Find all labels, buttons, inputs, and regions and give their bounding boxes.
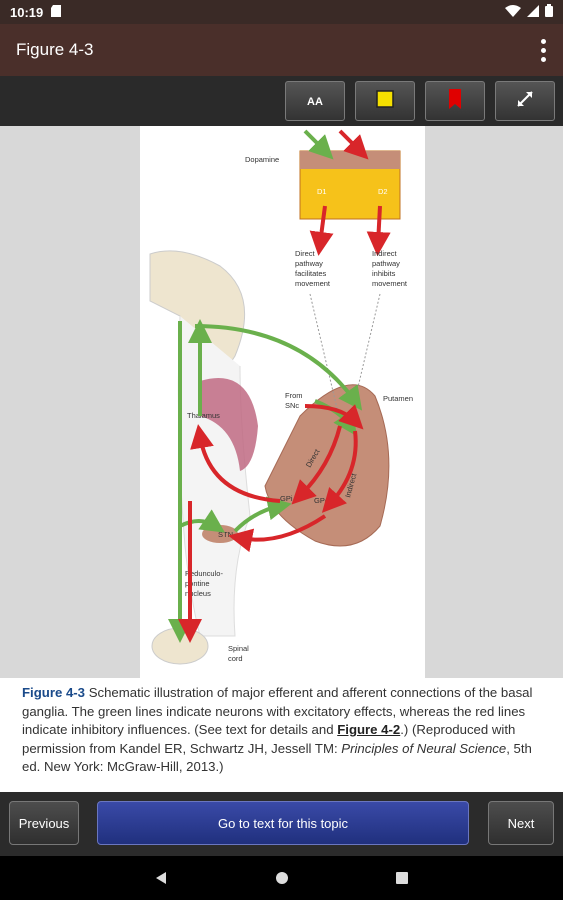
arrow-gpi-thalamus xyxy=(190,424,281,503)
label-thalamus: Thalamus xyxy=(187,411,220,420)
previous-button[interactable]: Previous xyxy=(9,801,79,845)
spinal-cord-shape xyxy=(151,627,209,665)
svg-text:Direct: Direct xyxy=(295,249,316,258)
battery-icon xyxy=(545,4,553,20)
svg-text:nucleus: nucleus xyxy=(185,589,211,598)
status-bar: 10:19 xyxy=(0,0,563,24)
label-from-snc: From SNc xyxy=(285,391,303,410)
signal-icon xyxy=(527,4,539,20)
caption-text-2: .) (Reproduced with permission from Kand… xyxy=(22,722,516,756)
font-size-icon: AA xyxy=(307,96,323,108)
recents-icon[interactable] xyxy=(396,872,408,884)
label-gpi: GPi xyxy=(280,494,293,503)
arrow-indirect-gpe xyxy=(321,430,358,513)
guide-line-1 xyxy=(309,293,341,422)
caption-figure-ref: Figure 4-3 xyxy=(22,685,86,700)
figure-area[interactable]: Dopamine D1 D2 Direct pathway facilitate… xyxy=(0,126,563,678)
svg-text:Pedunculo-: Pedunculo- xyxy=(185,569,223,578)
label-d1: D1 xyxy=(317,187,327,196)
svg-text:cord: cord xyxy=(228,654,243,663)
caption-text-3: , 5th ed. New York: McGraw-Hill, 2013.) xyxy=(22,740,532,775)
arrow-red-dopamine xyxy=(338,129,369,160)
label-pedunculopontine: Pedunculo- pontine nucleus xyxy=(185,569,223,598)
bookmark-button[interactable] xyxy=(425,81,485,121)
page-title: Figure 4-3 xyxy=(16,40,94,59)
label-dopamine: Dopamine xyxy=(245,155,279,164)
label-direct-pathway: Direct pathway facilitates movement xyxy=(295,249,331,288)
caption-book-title: Principles of Neural Science xyxy=(341,740,507,756)
label-putamen: Putamen xyxy=(383,394,413,403)
arrow-d2-out xyxy=(366,205,391,256)
label-spinal-cord: Spinal cord xyxy=(228,644,249,663)
bottom-nav: Previous Go to text for this topic Next xyxy=(0,792,563,856)
arrow-green-dopamine xyxy=(303,129,334,160)
svg-text:pathway: pathway xyxy=(295,259,323,268)
toolbar: AA xyxy=(0,76,563,126)
next-button[interactable]: Next xyxy=(488,801,554,845)
arrow-cortex-putamen xyxy=(194,324,363,411)
thalamus-shape xyxy=(200,378,258,471)
fullscreen-button[interactable] xyxy=(495,81,555,121)
arrow-direct-gpi xyxy=(291,425,342,505)
caption-text-1: Schematic illustration of major efferent… xyxy=(22,685,533,737)
label-stn: STN xyxy=(218,530,233,539)
svg-text:pathway: pathway xyxy=(372,259,400,268)
basal-ganglia-diagram: Dopamine D1 D2 Direct pathway facilitate… xyxy=(149,129,413,665)
svg-text:movement: movement xyxy=(372,279,408,288)
arrow-snc-red xyxy=(304,404,364,430)
system-nav-bar xyxy=(0,856,563,900)
goto-text-button[interactable]: Go to text for this topic xyxy=(97,801,469,845)
svg-text:From: From xyxy=(285,391,303,400)
svg-text:pontine: pontine xyxy=(185,579,210,588)
overflow-menu-icon[interactable] xyxy=(523,24,563,76)
home-icon[interactable] xyxy=(276,872,288,884)
expand-icon xyxy=(514,88,536,115)
highlighter-icon xyxy=(376,89,394,113)
figure-panel: Dopamine D1 D2 Direct pathway facilitate… xyxy=(140,126,425,678)
bookmark-icon xyxy=(449,88,461,114)
arrow-d1-out xyxy=(309,205,334,256)
status-time: 10:19 xyxy=(10,4,44,20)
arrow-gpe-stn xyxy=(228,514,327,553)
sd-card-icon xyxy=(51,4,62,20)
highlight-button[interactable] xyxy=(355,81,415,121)
arrow-stn-gpi xyxy=(233,496,292,533)
svg-text:Spinal: Spinal xyxy=(228,644,249,653)
svg-text:facilitates: facilitates xyxy=(295,269,327,278)
label-gpe: GPe xyxy=(314,496,329,505)
svg-text:movement: movement xyxy=(295,279,331,288)
label-d2: D2 xyxy=(378,187,388,196)
synapse-terminal xyxy=(300,151,400,169)
svg-text:inhibits: inhibits xyxy=(372,269,396,278)
figure-caption: Figure 4-3 Schematic illustration of maj… xyxy=(22,684,542,777)
app-bar: Figure 4-3 xyxy=(0,24,563,76)
svg-text:SNc: SNc xyxy=(285,401,299,410)
arrow-cortex-stn xyxy=(179,509,225,533)
wifi-icon xyxy=(505,4,521,20)
label-indirect-pathway: Indirect pathway inhibits movement xyxy=(372,249,408,288)
back-icon[interactable] xyxy=(156,872,166,884)
svg-text:Indirect: Indirect xyxy=(372,249,398,258)
caption-figure-link[interactable]: Figure 4-2 xyxy=(337,722,401,737)
font-size-button[interactable]: AA xyxy=(285,81,345,121)
